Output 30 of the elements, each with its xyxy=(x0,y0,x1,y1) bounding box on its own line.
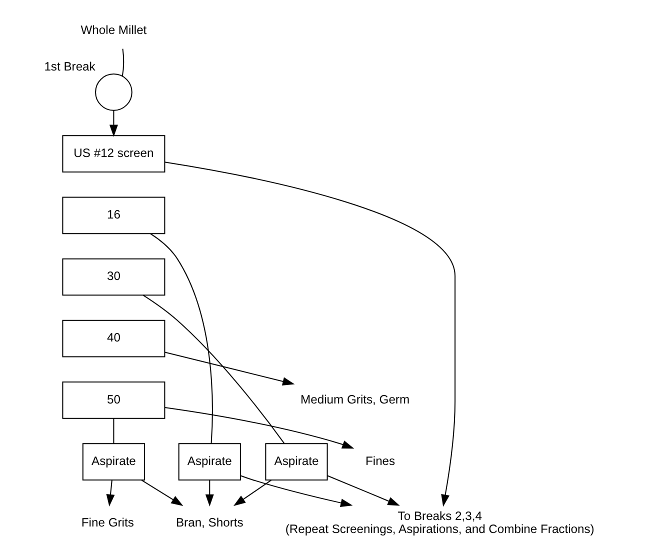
arrow xyxy=(164,407,354,449)
node-box: US #12 screen xyxy=(62,135,166,172)
connector xyxy=(150,233,213,444)
connector xyxy=(122,48,124,76)
node-box: Aspirate xyxy=(265,443,328,480)
arrow xyxy=(205,480,214,506)
node-text: To Breaks 2,3,4 (Repeat Screenings, Aspirations, and Combine Fractions) xyxy=(285,508,594,536)
arrow xyxy=(109,110,118,137)
node-box: 40 xyxy=(62,320,166,358)
node-text: Bran, Shorts xyxy=(176,516,244,530)
node-box: 50 xyxy=(62,382,166,419)
node-text: Whole Millet xyxy=(80,22,147,37)
node-circle xyxy=(95,74,132,111)
arrow xyxy=(240,475,353,508)
node-text: Fine Grits xyxy=(81,516,134,530)
connector xyxy=(113,418,114,444)
arrow xyxy=(164,162,456,507)
arrow xyxy=(141,480,184,506)
arrow xyxy=(106,480,115,506)
arrow xyxy=(164,352,295,386)
node-box: Aspirate xyxy=(178,443,241,480)
node-box: Aspirate xyxy=(82,443,146,480)
arrow xyxy=(327,475,400,506)
node-box: 16 xyxy=(62,196,166,234)
node-label: 1st Break xyxy=(44,60,96,74)
connector xyxy=(142,294,285,444)
node-box: 30 xyxy=(62,258,166,296)
node-text: Fines xyxy=(365,454,396,468)
node-text: Medium Grits, Germ xyxy=(300,392,410,406)
arrow xyxy=(233,480,272,506)
